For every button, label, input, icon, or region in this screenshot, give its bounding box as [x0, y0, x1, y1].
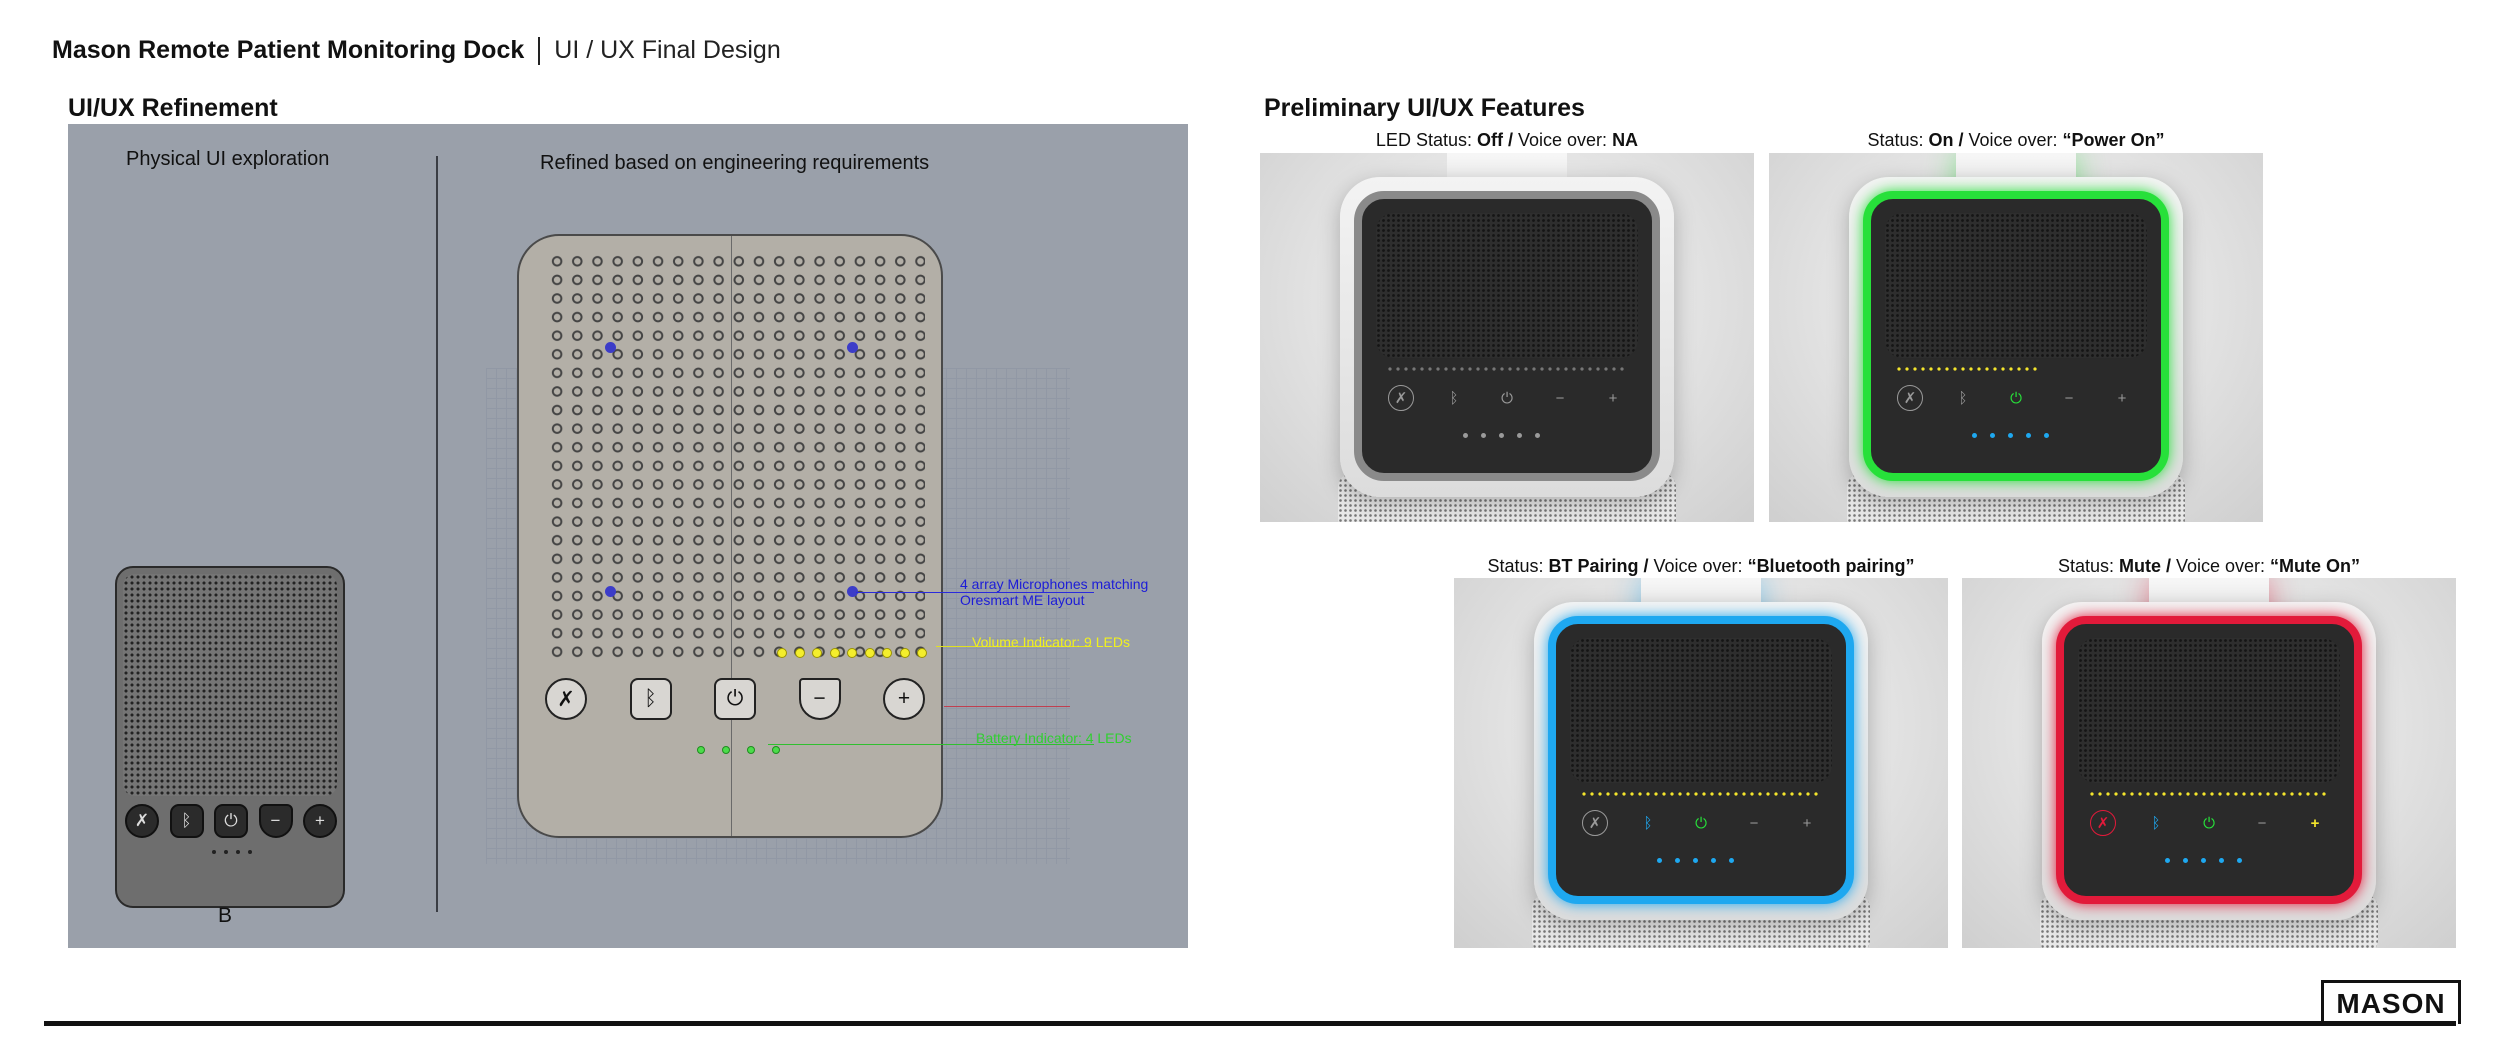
- volume-leader-line: [936, 646, 1092, 647]
- power-icon: ⏻: [1695, 814, 1707, 832]
- volume-callout: Volume Indicator: 9 LEDs: [972, 634, 1130, 650]
- microphone-marker: [847, 342, 858, 353]
- plus-icon: +: [2310, 814, 2320, 832]
- microphone-marker: [847, 586, 858, 597]
- minus-icon: −: [798, 678, 841, 720]
- microphone-marker: [605, 586, 616, 597]
- mic-off-icon: ✗: [1582, 810, 1608, 836]
- mason-logo: MASON: [2321, 980, 2461, 1024]
- power-icon: ⏻: [214, 804, 248, 838]
- exploration-device: ✗ ᛒ ⏻ − +: [115, 566, 345, 908]
- header-separator: [538, 36, 541, 65]
- battery-leds: [697, 746, 780, 754]
- battery-callout: Battery Indicator: 4 LEDs: [976, 730, 1132, 746]
- header-subtitle: UI / UX Final Design: [554, 36, 781, 64]
- speaker-hole-array: [547, 252, 925, 658]
- bluetooth-icon: ᛒ: [1449, 389, 1459, 407]
- plus-icon: +: [2117, 389, 2127, 407]
- header-title: Mason Remote Patient Monitoring Dock: [52, 36, 525, 64]
- render-mute: ✗ ᛒ ⏻ − +: [1962, 578, 2456, 948]
- refined-label: Refined based on engineering requirement…: [540, 152, 930, 174]
- refinement-panel: Physical UI exploration Refined based on…: [68, 124, 1188, 948]
- microphone-marker: [605, 342, 616, 353]
- bluetooth-icon: ᛒ: [2151, 814, 2161, 832]
- state-caption-bt: Status: BT Pairing / Voice over: “Blueto…: [1487, 556, 1915, 576]
- red-leader-line: [944, 706, 1070, 707]
- header: Mason Remote Patient Monitoring Dock UI …: [52, 36, 781, 65]
- render-off: ✗ ᛒ ⏻ − +: [1260, 153, 1754, 522]
- device-centerline: [731, 236, 732, 836]
- plus-icon: +: [1802, 814, 1812, 832]
- footer-rule: [44, 1021, 2456, 1026]
- bluetooth-icon: ᛒ: [1958, 389, 1968, 407]
- state-caption-off: LED Status: Off / Voice over: NA: [1375, 130, 1639, 150]
- render-on: ✗ ᛒ ⏻ − +: [1769, 153, 2263, 522]
- mic-off-icon: ✗: [2090, 810, 2116, 836]
- exploration-button-row: ✗ ᛒ ⏻ − +: [125, 804, 337, 838]
- minus-icon: −: [1555, 389, 1565, 407]
- speaker-mesh: [123, 574, 337, 796]
- plus-icon: +: [883, 678, 925, 720]
- minus-icon: −: [258, 804, 293, 838]
- minus-icon: −: [1749, 814, 1759, 832]
- bluetooth-icon: ᛒ: [169, 804, 204, 838]
- refined-device: ✗ ᛒ ⏻ − +: [517, 234, 943, 838]
- mic-off-icon: ✗: [1388, 385, 1414, 411]
- power-icon: ⏻: [2010, 389, 2022, 407]
- render-bt-pairing: ✗ ᛒ ⏻ − +: [1454, 578, 1948, 948]
- power-icon: ⏻: [1501, 389, 1513, 407]
- state-caption-mute: Status: Mute / Voice over: “Mute On”: [2057, 556, 2361, 576]
- panel-divider: [436, 156, 438, 912]
- refinement-title: UI/UX Refinement: [68, 94, 278, 122]
- state-caption-on: Status: On / Voice over: “Power On”: [1867, 130, 2165, 150]
- bluetooth-icon: ᛒ: [1643, 814, 1653, 832]
- battery-leader-line: [768, 744, 1094, 745]
- power-icon: ⏻: [2203, 814, 2215, 832]
- mic-off-icon: ✗: [125, 804, 159, 838]
- exploration-label: Physical UI exploration: [126, 148, 330, 170]
- features-title: Preliminary UI/UX Features: [1264, 94, 1585, 122]
- power-icon: ⏻: [714, 678, 756, 720]
- variant-letter: B: [218, 904, 233, 927]
- refined-button-row: ✗ ᛒ ⏻ − +: [545, 678, 925, 720]
- volume-leds: [777, 648, 927, 658]
- bluetooth-icon: ᛒ: [629, 678, 672, 720]
- mic-off-icon: ✗: [1897, 385, 1923, 411]
- exploration-battery-dots: [212, 850, 252, 854]
- mics-leader-line: [856, 592, 1094, 593]
- minus-icon: −: [2064, 389, 2074, 407]
- plus-icon: +: [1608, 389, 1618, 407]
- mics-callout: 4 array Microphones matching Oresmart ME…: [960, 576, 1149, 608]
- minus-icon: −: [2257, 814, 2267, 832]
- plus-icon: +: [303, 804, 337, 838]
- mic-off-icon: ✗: [545, 678, 587, 720]
